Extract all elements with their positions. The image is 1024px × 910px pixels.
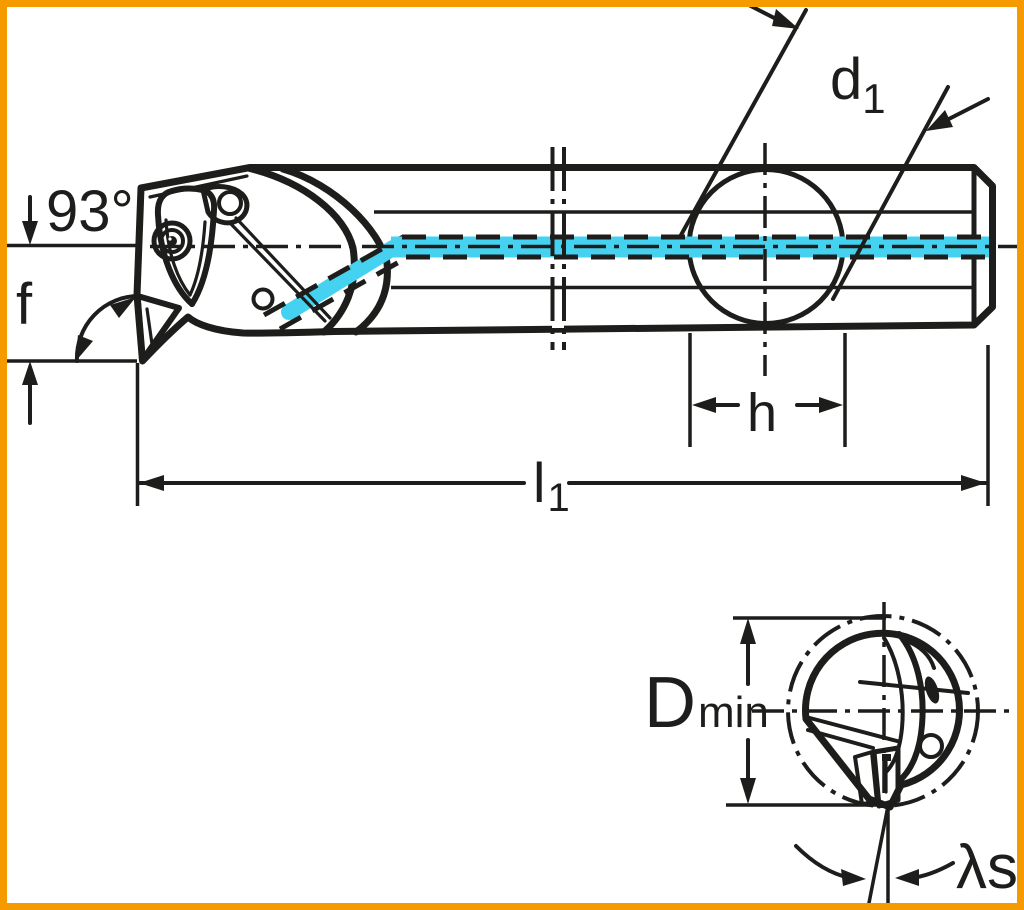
- end-view-flat-line-1: [804, 715, 899, 743]
- bell-crank-pivot: [217, 190, 243, 216]
- lambda-label: λs: [956, 833, 1018, 902]
- head-coolant-port: [251, 287, 275, 311]
- h-label: h: [747, 383, 777, 443]
- lambda-arrow-right-head: [895, 869, 919, 886]
- cutting-insert: [134, 293, 182, 363]
- l1-arrow-left-head: [139, 475, 164, 491]
- link-rod-2: [228, 221, 327, 323]
- dimension-dmin: Dmin: [644, 616, 890, 807]
- end-view-coolant-hole: [918, 733, 944, 759]
- clamp-lever-inner-right: [188, 220, 207, 297]
- end-view-insert: [871, 745, 901, 809]
- angle-arc-arrow-upper: [110, 297, 136, 318]
- clamp-screw-mid: [159, 228, 185, 254]
- coolant-duct-diagonal-dash-bottom: [278, 254, 410, 332]
- dmin-arrow-bottom-head: [740, 778, 756, 804]
- bell-crank: [200, 184, 250, 226]
- lambda-inclined-line: [866, 805, 890, 909]
- angle-arc-arrow-lower: [75, 335, 93, 362]
- dmin-arrow-top-head: [740, 618, 756, 644]
- d1-arrow-left-head: [772, 9, 799, 29]
- h-arrow-right-head: [819, 397, 843, 413]
- dimension-f: f: [0, 272, 137, 425]
- main-view: 93° f d1 h: [0, 1, 1021, 520]
- h-arrow-left-head: [692, 397, 716, 413]
- d1-label: d1: [830, 47, 886, 122]
- f-label: f: [16, 272, 33, 337]
- end-view-pocket-outer: [896, 631, 926, 784]
- dimension-h: h: [688, 333, 847, 447]
- head-mechanism: [148, 174, 332, 323]
- end-view-upper-line: [858, 680, 970, 695]
- angle-arc: [74, 293, 141, 363]
- dimension-d1: d1: [679, 1, 990, 301]
- clamp-screw-core: [167, 236, 177, 246]
- l1-label: l1: [533, 451, 570, 520]
- link-rod-1: [234, 216, 332, 320]
- lambda-arrow-left-head: [841, 869, 866, 886]
- clamp-screw-glint: [168, 237, 172, 241]
- d1-oblique-line-right: [831, 85, 950, 301]
- l1-arrow-right-head: [961, 475, 986, 491]
- end-view-pocket-inner: [882, 636, 905, 774]
- cutting-insert-facet: [145, 307, 154, 346]
- boring-bar-body: [133, 164, 996, 365]
- dimension-angle: 93°: [0, 179, 141, 363]
- dmin-label: Dmin: [644, 663, 769, 743]
- coolant-duct-diagonal-dash-top: [262, 234, 405, 318]
- angle-label: 93°: [46, 179, 134, 244]
- end-view-flat-line-2: [806, 728, 875, 750]
- dimension-lambda-s: λs: [794, 833, 1018, 902]
- end-view-head-body: [802, 629, 963, 811]
- f-arrow-bottom-head: [22, 361, 38, 385]
- d1-oblique-line-left: [679, 8, 808, 237]
- dimension-l1: l1: [135, 345, 990, 520]
- clamp-lever-left: [154, 188, 195, 307]
- end-view-insert-clamp: [882, 754, 891, 761]
- neck-curve-outer: [244, 164, 358, 336]
- end-view-pocket-top: [903, 638, 936, 670]
- clamp-lever-right: [189, 187, 218, 307]
- clamp-lever-top: [169, 185, 206, 194]
- d1-arrow-right-head: [926, 110, 953, 131]
- clamp-screw-outer: [151, 220, 193, 262]
- end-view: Dmin λs: [644, 602, 1018, 909]
- angle-arrow-top-head: [22, 221, 38, 245]
